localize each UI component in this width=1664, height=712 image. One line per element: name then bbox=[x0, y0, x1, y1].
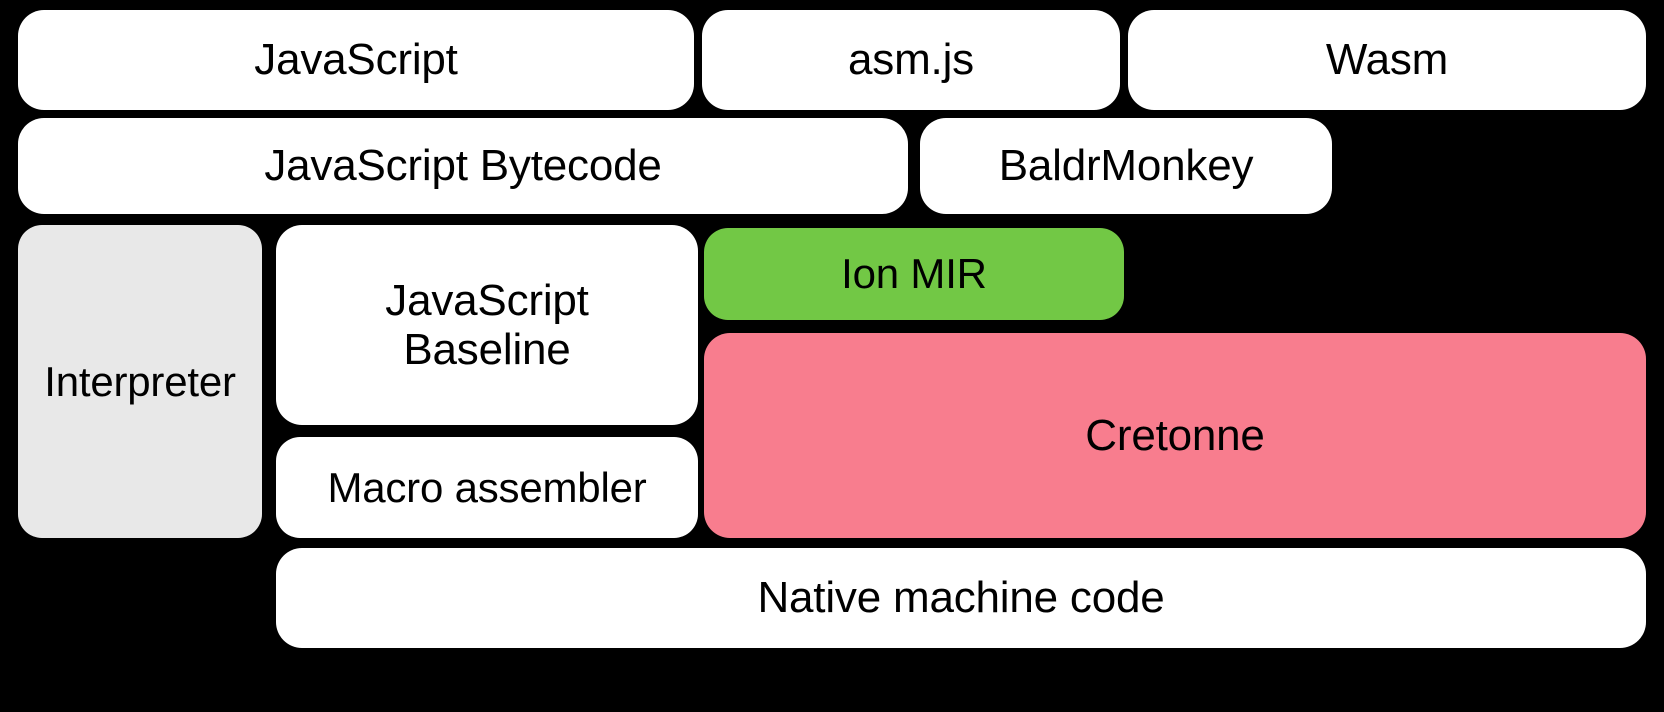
node-ion-mir: Ion MIR bbox=[704, 228, 1124, 320]
node-native-machine-code: Native machine code bbox=[276, 548, 1646, 648]
node-asm-js: asm.js bbox=[702, 10, 1120, 110]
node-interpreter: Interpreter bbox=[18, 225, 262, 538]
node-javascript: JavaScript bbox=[18, 10, 694, 110]
node-javascript-bytecode: JavaScript Bytecode bbox=[18, 118, 908, 214]
node-cretonne: Cretonne bbox=[704, 333, 1646, 538]
node-macro-assembler: Macro assembler bbox=[276, 437, 698, 538]
node-javascript-baseline: JavaScript Baseline bbox=[276, 225, 698, 425]
node-baldrmonkey: BaldrMonkey bbox=[920, 118, 1332, 214]
node-wasm: Wasm bbox=[1128, 10, 1646, 110]
